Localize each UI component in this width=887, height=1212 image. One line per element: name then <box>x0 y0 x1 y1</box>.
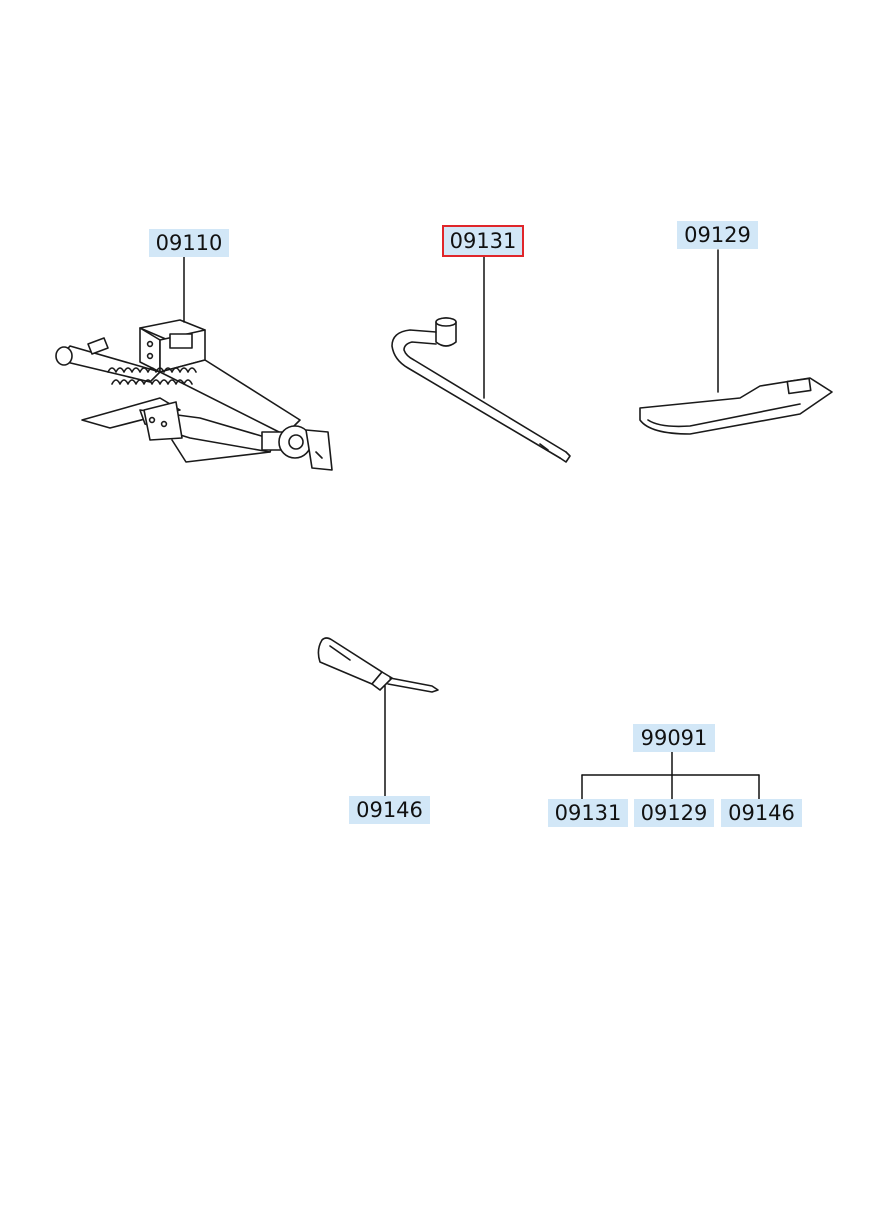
part-label-jack[interactable]: 09110 <box>149 229 229 257</box>
kit-child-label[interactable]: 09146 <box>721 799 802 827</box>
part-label-screwdriver[interactable]: 09146 <box>349 796 430 824</box>
scissor-jack-icon <box>55 319 333 471</box>
lug-wrench-icon <box>391 317 571 463</box>
kit-child-label[interactable]: 09131 <box>548 799 628 827</box>
part-label-wrench[interactable]: 09131 <box>442 225 524 257</box>
screwdriver-icon <box>317 637 439 693</box>
leader-lines <box>183 249 760 801</box>
jack-handle-plate-icon <box>639 377 833 435</box>
part-label-handle[interactable]: 09129 <box>677 221 758 249</box>
kit-child-label[interactable]: 09129 <box>634 799 714 827</box>
kit-label[interactable]: 99091 <box>633 724 715 752</box>
